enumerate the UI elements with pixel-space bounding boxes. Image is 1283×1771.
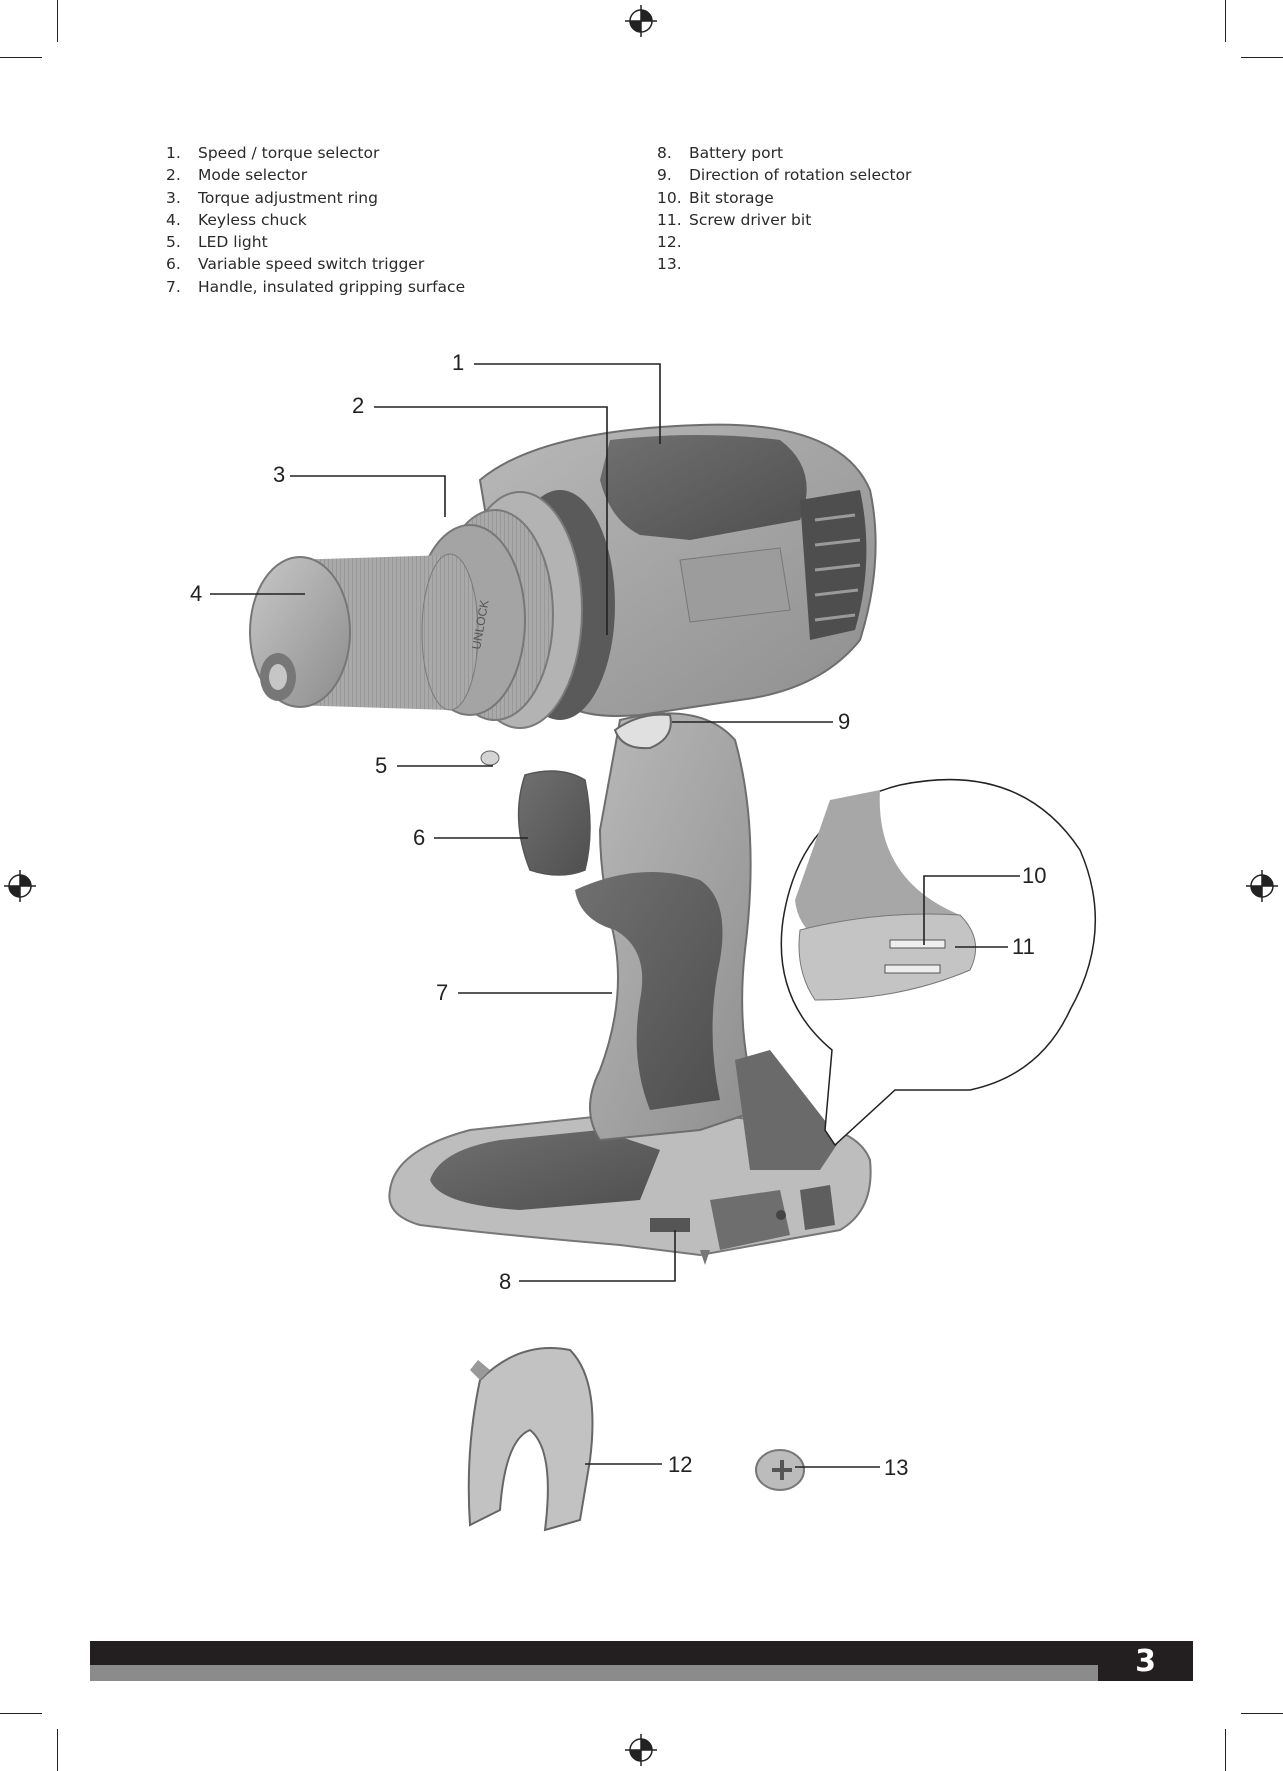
list-item: 12. [657, 233, 682, 252]
belt-clip [467, 1347, 594, 1532]
list-item: 13. [657, 255, 682, 274]
crop-mark-bottom-left-v [57, 1729, 58, 1771]
list-item: 1.Speed / torque selector [166, 144, 380, 162]
crop-mark-bottom-right-h [1241, 1713, 1283, 1714]
callout-8: 8 [499, 1269, 511, 1294]
list-item: 5.LED light [166, 233, 268, 252]
trigger [517, 770, 591, 876]
registration-mark-icon [625, 1734, 657, 1766]
callout-10: 10 [1022, 863, 1046, 888]
crop-mark-top-right-v [1225, 0, 1226, 42]
direction-selector [613, 713, 672, 750]
registration-mark-icon [625, 5, 657, 37]
callout-3: 3 [273, 462, 285, 487]
keyless-chuck: UNLOCK [249, 553, 492, 711]
callout-5: 5 [375, 753, 387, 778]
list-item: 11.Screw driver bit [657, 210, 812, 229]
footer-dark-strip [90, 1641, 1193, 1665]
parts-list-left: 1.Speed / torque selector 2.Mode selecto… [166, 142, 465, 298]
callout-6: 6 [413, 825, 425, 850]
parts-list-right: 8.Battery port 9.Direction of rotation s… [657, 142, 911, 276]
list-item: 2.Mode selector [166, 166, 308, 185]
callout-9: 9 [838, 709, 850, 734]
crop-mark-top-left-v [57, 0, 58, 42]
list-item: 9.Direction of rotation selector [657, 166, 912, 185]
registration-mark-icon [1246, 870, 1278, 902]
footer-bar: 3 [90, 1641, 1193, 1681]
list-item: 6.Variable speed switch trigger [166, 255, 425, 274]
callout-12: 12 [668, 1452, 692, 1477]
drill-diagram: UNLOCK 1 2 3 4 5 6 [190, 350, 1097, 1532]
crop-mark-top-right-h [1241, 57, 1283, 58]
crop-mark-top-left-h [0, 57, 42, 58]
list-item: 8.Battery port [657, 144, 784, 162]
registration-mark-icon [4, 870, 36, 902]
crop-mark-bottom-left-h [0, 1713, 42, 1714]
page-number: 3 [1098, 1641, 1193, 1681]
leader-lines [210, 363, 1020, 1468]
callout-7: 7 [436, 980, 448, 1005]
crop-mark-bottom-right-v [1225, 1729, 1226, 1771]
callout-1: 1 [452, 350, 464, 375]
callout-2: 2 [352, 393, 364, 418]
bit-storage-detail [780, 778, 1097, 1147]
led-light [480, 750, 500, 766]
callout-11: 11 [1012, 934, 1035, 959]
list-item: 3.Torque adjustment ring [166, 188, 378, 207]
list-item: 4.Keyless chuck [166, 210, 307, 229]
screw-icon [755, 1449, 805, 1491]
footer-grey-strip [90, 1665, 1098, 1681]
list-item: 7.Handle, insulated gripping surface [166, 277, 466, 296]
callout-4: 4 [190, 581, 202, 606]
handle [575, 712, 840, 1170]
callout-13: 13 [884, 1455, 908, 1480]
list-item: 10.Bit storage [657, 188, 774, 207]
